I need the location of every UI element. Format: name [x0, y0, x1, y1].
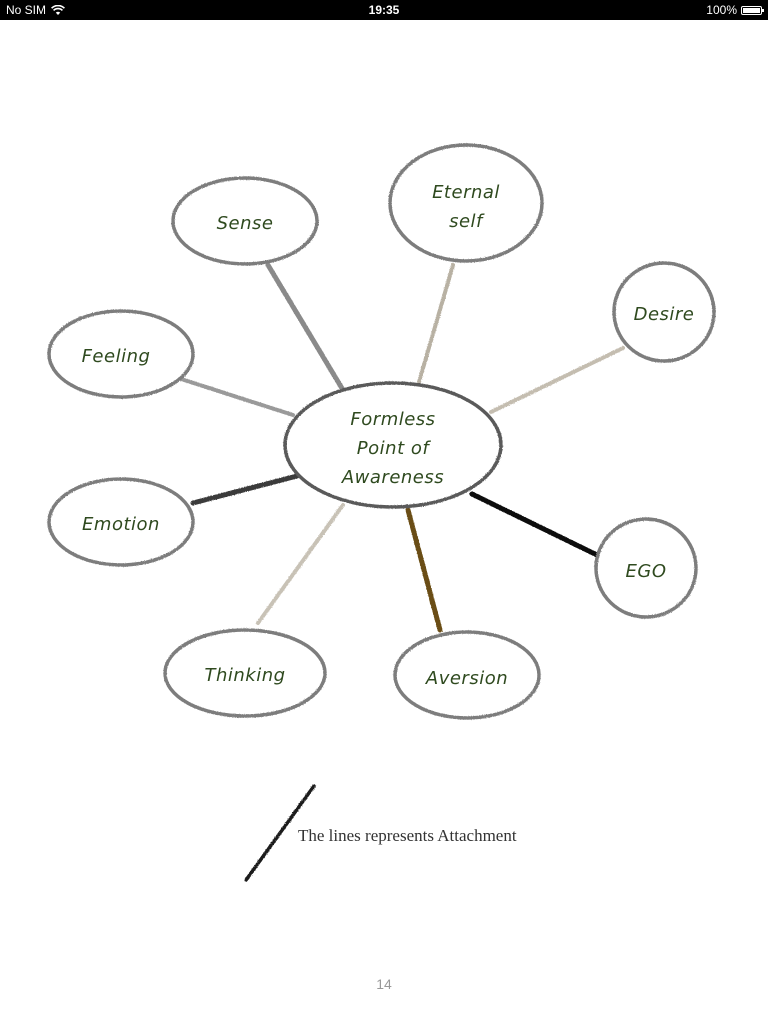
node-label: Aversion: [425, 668, 508, 689]
node-label: Emotion: [82, 514, 160, 535]
battery-percent: 100%: [706, 3, 737, 17]
node-label: Feeling: [82, 346, 151, 367]
connector-ego: [469, 491, 600, 558]
node-sense: Sense: [171, 176, 319, 266]
node-label: EGO: [626, 561, 667, 582]
status-bar: No SIM 19:35 100%: [0, 0, 768, 20]
wifi-icon: [51, 4, 65, 15]
connector-emotion: [190, 473, 300, 506]
center-label-line2: Point of: [357, 438, 432, 459]
status-left: No SIM: [6, 3, 65, 17]
carrier-label: No SIM: [6, 3, 47, 17]
node-label: Desire: [634, 304, 695, 325]
node-ego: EGO: [594, 517, 698, 619]
legend-line-sample: [244, 784, 316, 882]
center-label-line1: Formless: [350, 409, 435, 430]
attachment-diagram: Sense Eternal self Desire Feeling Emotio…: [47, 143, 716, 882]
node-thinking: Thinking: [163, 628, 327, 718]
connector-feeling: [176, 376, 295, 417]
connector-desire: [489, 346, 625, 414]
battery-fill: [743, 7, 760, 13]
connector-aversion: [405, 507, 443, 633]
node-label-line1: Eternal: [432, 182, 500, 203]
center-node: Formless Point of Awareness: [283, 381, 503, 509]
center-label-line3: Awareness: [341, 467, 444, 488]
connector-sense: [265, 262, 346, 393]
page-number: 14: [376, 976, 392, 992]
connector-lines: [176, 262, 625, 633]
battery-icon: [741, 5, 764, 15]
node-label: Thinking: [204, 665, 285, 686]
connector-thinking: [256, 503, 345, 625]
legend-text: The lines represents Attachment: [298, 826, 517, 845]
node-desire: Desire: [612, 261, 716, 363]
node-label-line2: self: [449, 211, 485, 232]
node-feeling: Feeling: [47, 309, 195, 399]
node-emotion: Emotion: [47, 477, 195, 567]
node-label: Sense: [217, 213, 274, 234]
status-time: 19:35: [368, 3, 400, 17]
status-right: 100%: [706, 3, 764, 17]
connector-eternal-self: [417, 263, 455, 384]
node-aversion: Aversion: [393, 630, 541, 720]
node-eternal-self: Eternal self: [388, 143, 544, 263]
